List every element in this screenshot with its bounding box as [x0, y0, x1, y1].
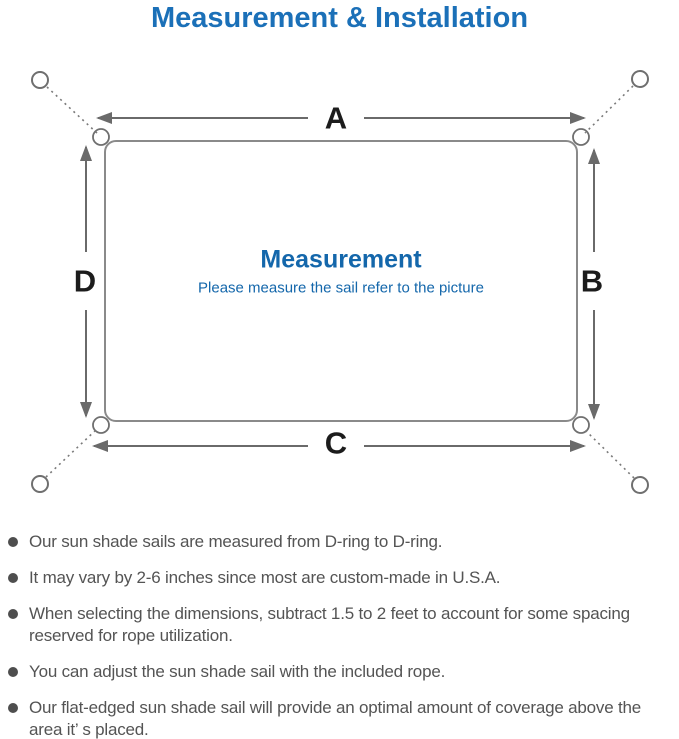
- bullet-dot-icon: [8, 609, 18, 619]
- tension-line-bottom-right: [584, 429, 635, 479]
- list-item: You can adjust the sun shade sail with t…: [8, 661, 675, 683]
- list-item: It may vary by 2-6 inches since most are…: [8, 567, 675, 589]
- list-item: Our sun shade sails are measured from D-…: [8, 531, 675, 553]
- dimension-label-b: B: [580, 263, 604, 299]
- d-ring-top-left: [92, 128, 110, 146]
- sail-diagram-canvas: [31, 70, 649, 494]
- measurement-notes-list: Our sun shade sails are measured from D-…: [8, 531, 675, 739]
- d-ring-bottom-right: [572, 416, 590, 434]
- dimension-label-a: A: [324, 100, 348, 136]
- tension-line-bottom-left: [45, 428, 98, 478]
- dimension-label-d: D: [73, 263, 97, 299]
- bullet-dot-icon: [8, 537, 18, 547]
- anchor-ring-bottom-right: [631, 476, 649, 494]
- note-text: Our flat-edged sun shade sail will provi…: [29, 698, 642, 739]
- anchor-ring-top-left: [31, 71, 49, 89]
- measurement-diagram: A B C D Measurement Please measure the s…: [0, 60, 679, 520]
- d-ring-top-right: [572, 128, 590, 146]
- list-item: Our flat-edged sun shade sail will provi…: [8, 697, 675, 739]
- anchor-ring-bottom-left: [31, 475, 49, 493]
- note-text: You can adjust the sun shade sail with t…: [29, 662, 446, 681]
- shade-sail-outline: [104, 140, 578, 422]
- bullet-dot-icon: [8, 667, 18, 677]
- tension-line-top-right: [584, 85, 634, 134]
- measurement-subheading: Please measure the sail refer to the pic…: [198, 279, 484, 297]
- d-ring-bottom-left: [92, 416, 110, 434]
- tension-line-top-left: [46, 86, 98, 134]
- bullet-dot-icon: [8, 573, 18, 583]
- note-text: Our sun shade sails are measured from D-…: [29, 532, 443, 551]
- measurement-heading: Measurement: [260, 245, 422, 274]
- anchor-ring-top-right: [631, 70, 649, 88]
- dimension-label-c: C: [324, 425, 348, 461]
- bullet-dot-icon: [8, 703, 18, 713]
- note-text: When selecting the dimensions, subtract …: [29, 604, 630, 645]
- list-item: When selecting the dimensions, subtract …: [8, 603, 675, 647]
- note-text: It may vary by 2-6 inches since most are…: [29, 568, 501, 587]
- page-title: Measurement & Installation: [150, 2, 529, 34]
